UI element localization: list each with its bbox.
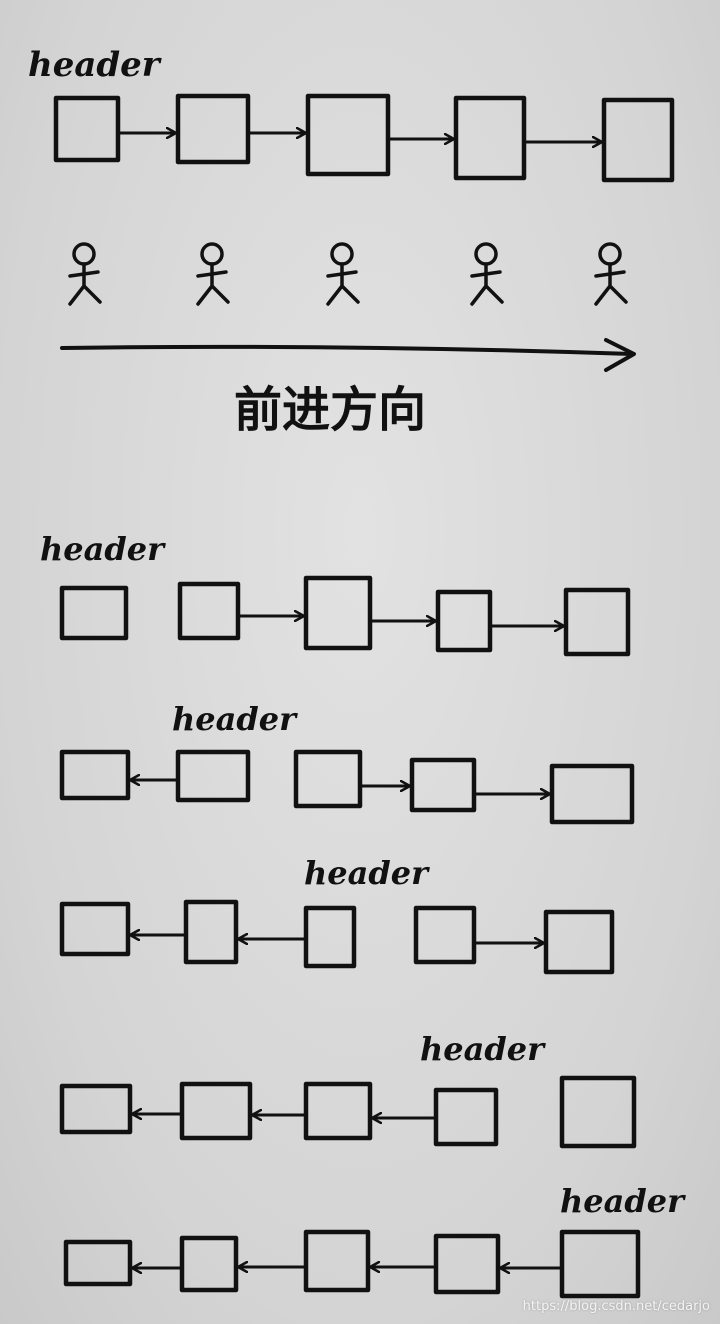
list-node (303, 905, 357, 969)
list-node (303, 1229, 371, 1293)
reversal-step: header (40, 530, 631, 657)
list-node (59, 901, 131, 957)
list-node (179, 1081, 253, 1141)
list-node (433, 1233, 501, 1295)
stick-figure (196, 242, 230, 306)
list-node (559, 1229, 641, 1299)
list-node (543, 909, 615, 975)
list-node (303, 575, 373, 651)
list-node (453, 95, 527, 181)
stick-figure (326, 242, 360, 306)
stick-figure (470, 242, 504, 306)
list-node (601, 97, 675, 183)
list-node (303, 1081, 373, 1141)
list-node (53, 95, 121, 163)
direction-arrowhead (604, 338, 636, 372)
list-node (413, 905, 477, 965)
step-header-label: header (40, 530, 166, 568)
step-header-label: header (420, 1030, 546, 1068)
stick-figure (594, 242, 628, 306)
list-node (183, 899, 239, 965)
stick-figures (68, 242, 628, 306)
list-node (59, 1083, 133, 1135)
watermark: https://blog.csdn.net/cedarjo (522, 1299, 710, 1314)
reversal-steps: header header header header header (40, 530, 686, 1299)
reversal-step: header (59, 854, 615, 975)
list-node (559, 1075, 637, 1149)
step-header-label: header (172, 700, 298, 738)
step-header-label: header (304, 854, 430, 892)
list-node (177, 581, 241, 641)
list-node (59, 585, 129, 641)
list-node (433, 1087, 499, 1147)
list-node (563, 587, 631, 657)
direction-arrow (60, 344, 634, 356)
reversal-step: header (63, 1182, 686, 1299)
step-header-label: header (560, 1182, 686, 1220)
reversal-step: header (59, 700, 635, 825)
list-node (175, 749, 251, 803)
list-node (175, 93, 251, 165)
list-node (293, 749, 363, 809)
list-node (409, 757, 477, 813)
list-node (179, 1235, 239, 1293)
direction-label: 前进方向 (234, 382, 426, 438)
list-node (63, 1239, 133, 1287)
top-linked-list (53, 93, 675, 183)
list-node (549, 763, 635, 825)
list-node (59, 749, 131, 801)
top-header-label: header (28, 45, 162, 85)
reversal-step: header (59, 1030, 637, 1149)
list-node (435, 589, 493, 653)
list-node (305, 93, 391, 177)
stick-figure (68, 242, 102, 306)
